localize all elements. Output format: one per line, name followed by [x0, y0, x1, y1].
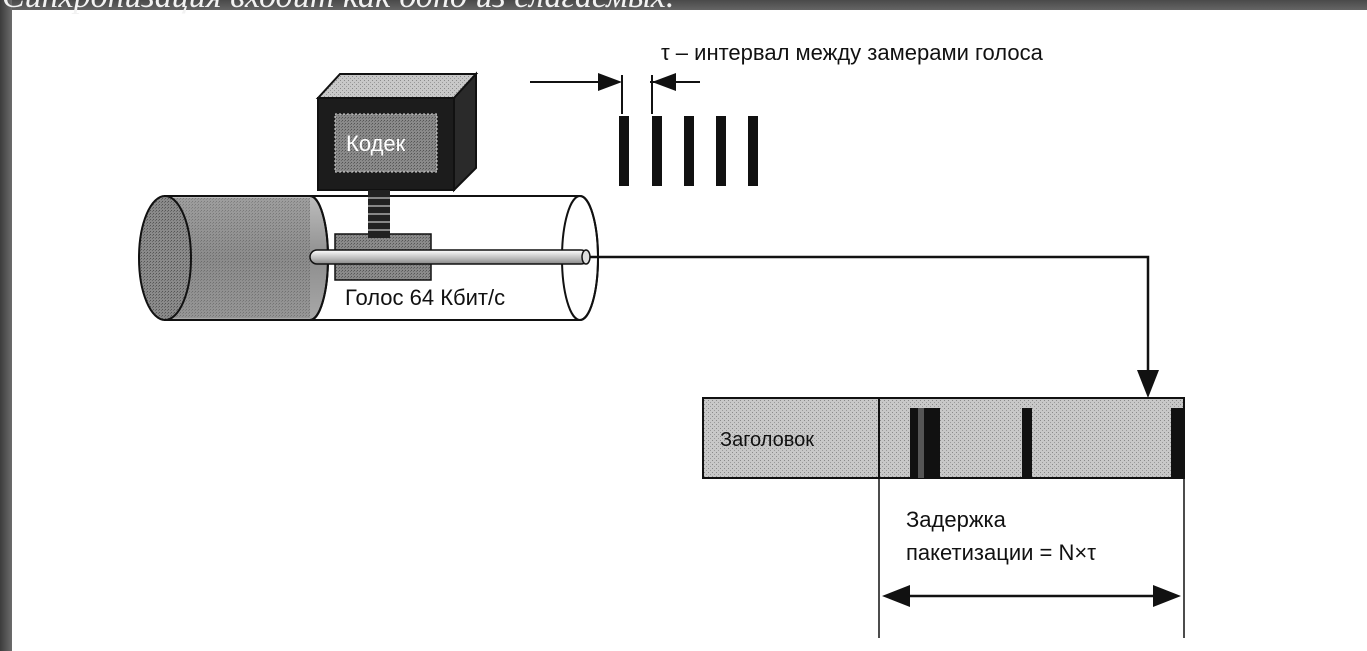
slide-header-text: Синхронизация входит как одно из слагаем…	[2, 0, 674, 16]
sample-interval-marker: τ – интервал между замерами голоса	[530, 40, 1044, 186]
codec-box: Кодек	[315, 71, 479, 238]
voice-rate-label: Голос 64 Кбит/с	[345, 285, 505, 310]
interval-arrowhead-left	[598, 73, 622, 91]
voice-wire	[309, 249, 589, 265]
delay-label-line2: пакетизации = N×τ	[906, 540, 1096, 565]
payload-sample	[1171, 408, 1183, 478]
delay-label-line1: Задержка	[906, 507, 1007, 532]
voice-sample-bar	[748, 116, 758, 186]
voice-sample-bar	[716, 116, 726, 186]
codec-chip	[334, 113, 438, 173]
cylinder-left-cap	[138, 195, 192, 321]
route-line	[590, 255, 1150, 372]
top-band	[0, 0, 1367, 12]
payload-sample	[1022, 408, 1032, 478]
route-arrowhead	[1137, 370, 1159, 398]
voice-cylinder: Голос 64 Кбит/с	[138, 195, 599, 321]
payload-sample-highlight	[918, 408, 924, 478]
left-edge-bar	[0, 0, 12, 651]
codec-label: Кодек	[346, 131, 406, 156]
packet: Заголовок	[702, 397, 1185, 479]
packet-header-label: Заголовок	[720, 429, 814, 451]
payload-sample	[910, 408, 940, 478]
route-to-packet	[590, 255, 1159, 398]
packetization-delay-dimension: Задержка пакетизации = N×τ	[878, 478, 1185, 638]
dimension-arrowhead-right	[1153, 585, 1181, 607]
voice-sample-bar	[684, 116, 694, 186]
voice-sample-bar	[652, 116, 662, 186]
codec-box-top	[315, 73, 479, 99]
interval-arrowhead-right	[652, 73, 676, 91]
voice-sample-bar	[619, 116, 629, 186]
dimension-arrowhead-left	[882, 585, 910, 607]
wire-end	[581, 249, 591, 265]
tau-label: τ – интервал между замерами голоса	[661, 40, 1044, 65]
